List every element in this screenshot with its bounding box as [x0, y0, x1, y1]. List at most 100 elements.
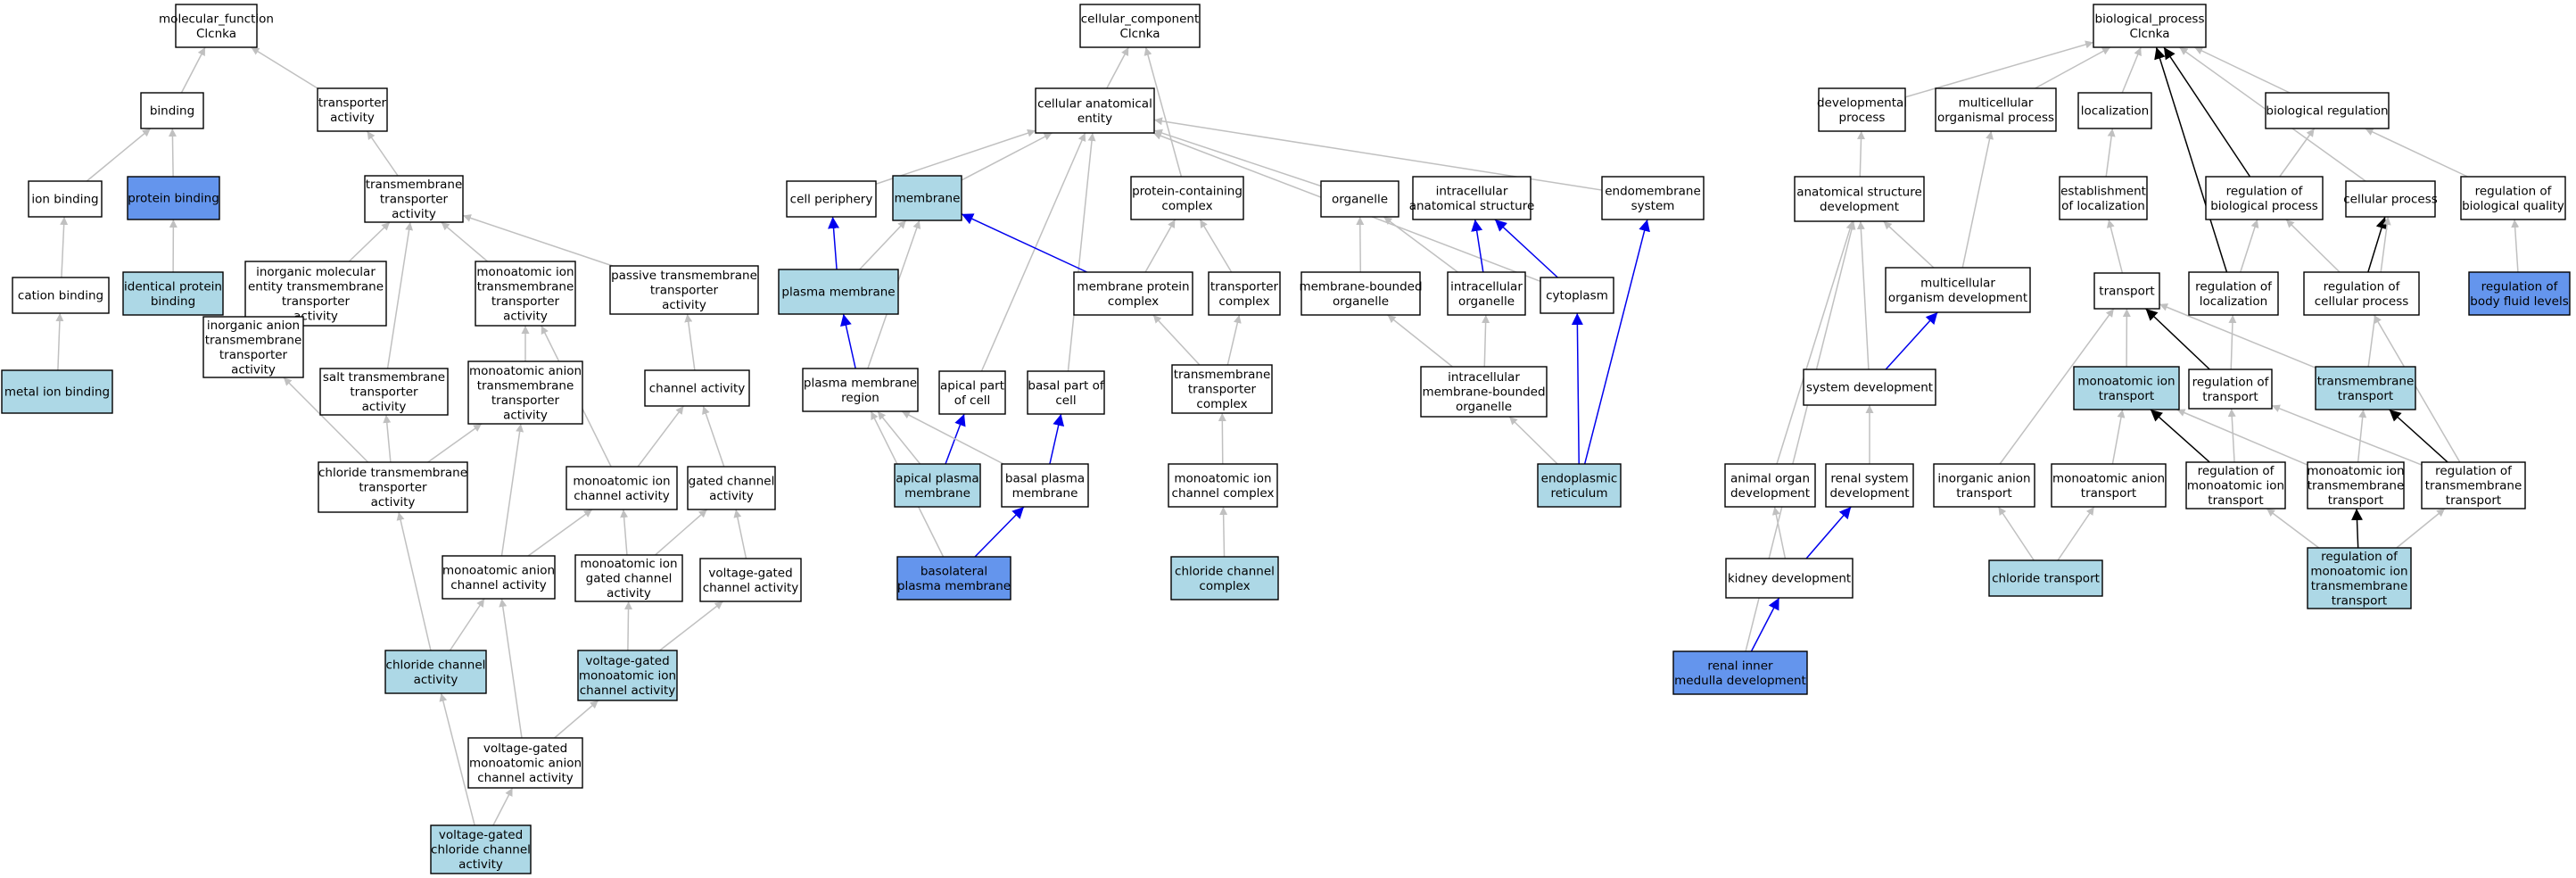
term-node-kidney-development[interactable]: kidney development	[1725, 558, 1854, 599]
term-node-monoatomic-anion-tm-transporter[interactable]: monoatomic aniontransmembranetransporter…	[467, 360, 583, 425]
term-box	[1794, 176, 1925, 222]
term-node-transport[interactable]: transport	[2093, 272, 2160, 310]
term-node-biological-regulation[interactable]: biological regulation	[2265, 92, 2390, 129]
edge-line	[2228, 314, 2237, 370]
term-node-metal-ion-binding[interactable]: metal ion binding	[1, 369, 113, 414]
term-box	[1724, 463, 1816, 508]
term-box	[2093, 272, 2160, 310]
term-node-organelle[interactable]: organelle	[1320, 180, 1399, 218]
term-box	[2315, 366, 2416, 410]
term-label-line: monoatomic ion	[476, 265, 574, 279]
edge-line	[655, 509, 708, 556]
term-node-monoatomic-ion-tm-transporter[interactable]: monoatomic iontransmembranetransporterac…	[475, 261, 576, 327]
edge-salt_tm_transporter-to-tm_transporter_activity	[386, 221, 414, 369]
term-node-ion-binding[interactable]: ion binding	[28, 180, 103, 218]
term-node-membrane[interactable]: membrane	[892, 175, 962, 221]
term-node-system-development[interactable]: system development	[1803, 369, 1936, 406]
term-node-inorganic-anion-tm[interactable]: inorganic aniontransmembranetransportera…	[202, 316, 304, 378]
term-label-line: identical protein	[124, 279, 222, 294]
edge-line	[2193, 46, 2291, 94]
term-node-cell-periphery[interactable]: cell periphery	[786, 180, 877, 218]
term-node-localization[interactable]: localization	[2077, 92, 2152, 129]
term-node-channel-activity[interactable]: channel activity	[644, 369, 750, 407]
edge-monoatomic_ion_tm_transporter-to-tm_transporter_activity	[441, 221, 489, 262]
term-node-plasma-membrane[interactable]: plasma membrane	[778, 269, 899, 315]
term-node-cellular-process[interactable]: cellular process	[2343, 180, 2438, 218]
edge-basal_plasma_membrane-to-plasma_membrane_region	[901, 410, 1004, 465]
term-node-cytoplasm[interactable]: cytoplasm	[1540, 277, 1614, 314]
term-node-binding[interactable]: binding	[140, 92, 204, 129]
term-box	[1420, 366, 1548, 418]
term-node-chloride-tm-transporter[interactable]: chloride transmembranetransporteractivit…	[318, 461, 468, 513]
edge-line	[1219, 506, 1228, 558]
term-node-protein-binding[interactable]: protein binding	[127, 176, 220, 220]
edge-multicellular_organismal_process-to-bp	[2035, 46, 2111, 89]
term-node-chloride-transport[interactable]: chloride transport	[1988, 559, 2103, 597]
edge-kidney_development-to-renal_system_development	[1805, 506, 1852, 559]
term-node-cation-binding[interactable]: cation binding	[12, 277, 110, 314]
edge-protein_binding-to-binding	[168, 128, 177, 178]
edge-vg_chloride_channel-to-chloride_channel	[439, 692, 475, 826]
